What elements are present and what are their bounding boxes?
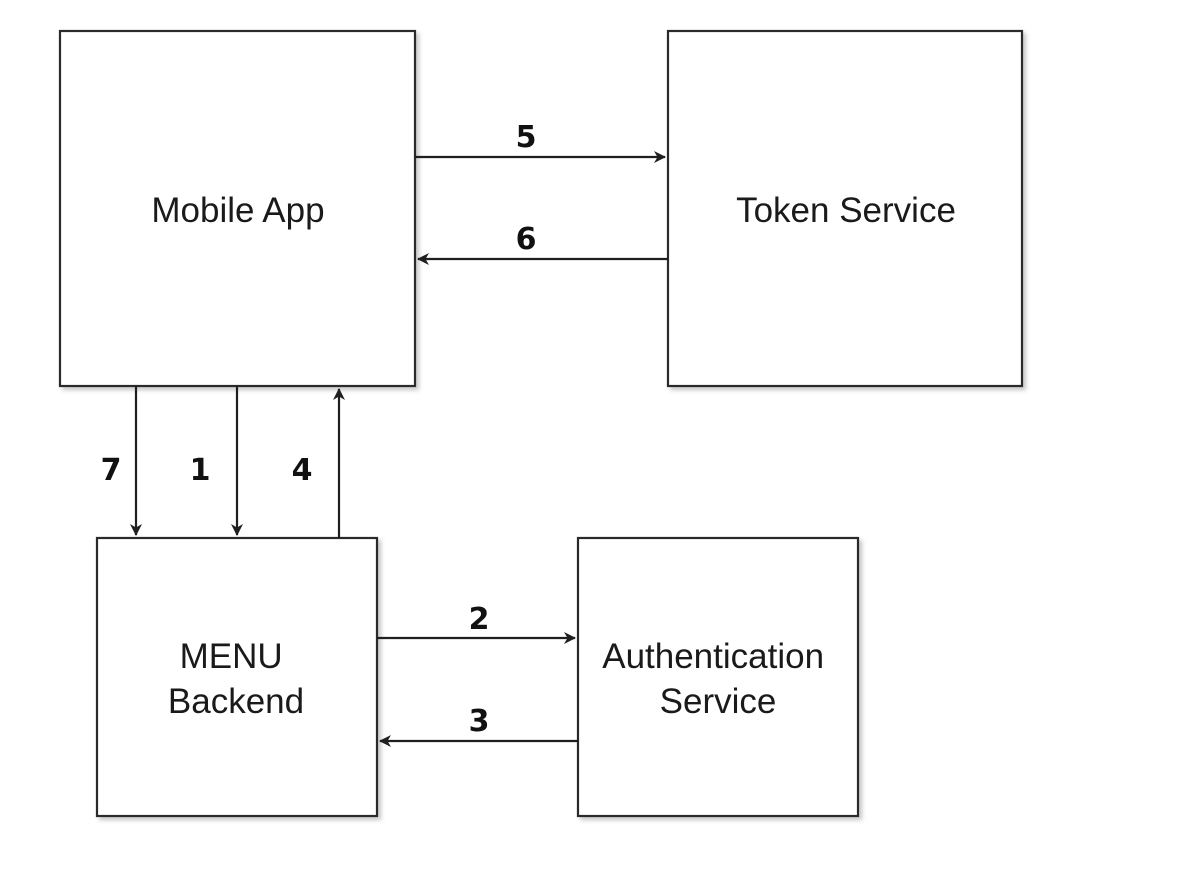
edge-2-label: 2 [469, 602, 490, 637]
edge-3-label: 3 [469, 704, 490, 739]
edge-4: 4 [292, 388, 345, 538]
node-menu-backend-label: MENU Backend [168, 637, 304, 721]
node-mobile-app: Mobile App [58, 29, 417, 388]
edge-4-label: 4 [292, 453, 313, 488]
node-mobile-app-label: Mobile App [151, 191, 324, 230]
edge-1: 1 [190, 386, 243, 536]
edge-7: 7 [101, 386, 142, 536]
edge-5: 5 [415, 120, 666, 163]
edge-2: 2 [377, 602, 576, 644]
edge-5-label: 5 [516, 120, 537, 155]
node-menu-backend: MENU Backend [95, 536, 379, 818]
node-token-service-label: Token Service [736, 191, 956, 230]
edge-1-label: 1 [190, 453, 211, 488]
edge-7-label: 7 [101, 453, 122, 488]
node-auth-service-label: Authentication Service [602, 637, 834, 721]
node-auth-service: Authentication Service [576, 536, 860, 818]
node-token-service: Token Service [666, 29, 1024, 388]
edge-6: 6 [417, 222, 668, 265]
edge-3: 3 [379, 704, 578, 747]
edge-6-label: 6 [516, 222, 537, 257]
